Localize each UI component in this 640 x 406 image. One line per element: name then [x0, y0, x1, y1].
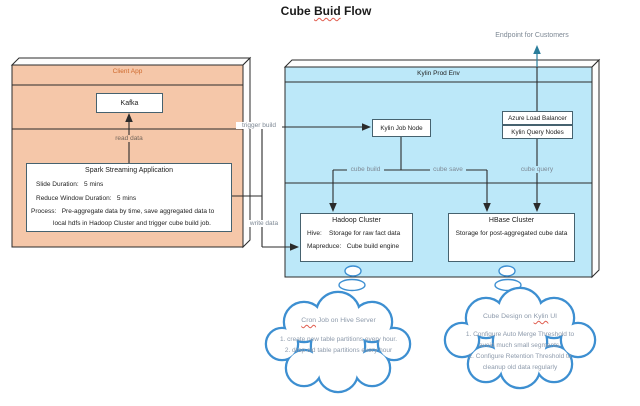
right-cloud-line-1: 1. Configure Auto Merge Threshold to: [465, 331, 575, 338]
right-cloud-line-4: cleanup old data regularly: [482, 364, 558, 371]
right-cloud-heading-mark: Kylin: [533, 313, 549, 320]
client-app-right-bevel: [242, 56, 251, 249]
kylin-query-nodes-node: Kylin Query Nodes: [502, 125, 573, 139]
kafka-label: Kafka: [120, 99, 139, 107]
hadoop-mapreduce-line: Mapreduce: Cube build engine: [307, 243, 400, 250]
left-bubble-large: [338, 278, 366, 292]
cube-save-arrowhead: [483, 203, 491, 212]
page-title: Cube Buid Flow: [226, 4, 426, 18]
trigger-build-arrowhead: [362, 123, 371, 131]
title-post: Flow: [340, 4, 372, 18]
spark-process-line2: local hdfs in Hadoop Cluster and trigger…: [53, 220, 211, 227]
left-cloud-heading-rest: Job on Hive Server: [316, 317, 376, 324]
right-cloud-line-3: 2. Configure Retention Threshold to: [468, 353, 572, 360]
spark-slide-duration: Slide Duration: 5 mins: [36, 181, 104, 188]
right-cloud-heading-post: UI: [548, 313, 558, 320]
kylin-env-right-bevel: [591, 58, 600, 279]
hadoop-hive-line: Hive: Storage for raw fact data: [307, 230, 401, 237]
hbase-cluster-title: HBase Cluster: [488, 217, 535, 224]
right-cloud-heading: Cube Design on Kylin UI: [444, 313, 596, 321]
read-data-label: read data: [108, 135, 150, 143]
right-cloud-shape: [443, 286, 597, 390]
write-data-arrowhead: [290, 243, 299, 251]
right-cloud-heading-pre: Cube Design on: [482, 313, 534, 320]
right-bubble-small: [498, 265, 516, 277]
kylin-job-node-label: Kylin Job Node: [380, 124, 423, 132]
azure-load-balancer-node: Azure Load Balancer: [502, 111, 573, 125]
write-data-label: write data: [245, 220, 283, 228]
title-typo: Buid: [314, 4, 341, 18]
spark-reduce-window: Reduce Window Duration: 5 mins: [36, 195, 137, 202]
client-app-header-label: Client App: [112, 68, 143, 75]
cube-query-arrowhead: [533, 203, 541, 212]
hadoop-cluster-title: Hadoop Cluster: [332, 217, 381, 224]
title-pre: Cube: [280, 4, 314, 18]
left-bubble-small: [344, 265, 362, 277]
left-cloud-heading-mark: Cron: [301, 317, 317, 324]
endpoint-arrowhead: [533, 45, 541, 54]
cube-build-label: cube build: [347, 166, 384, 174]
hbase-storage-line: Storage for post-aggregated cube data: [455, 230, 568, 237]
left-cloud-line-2: 2. drop old table partitions every hour: [284, 347, 393, 354]
left-cloud-line-1: 1. create new table partitions every hou…: [279, 336, 398, 343]
read-data-arrowhead: [125, 113, 133, 122]
spark-process-line1: Process: Pre-aggregate data by time, sav…: [31, 208, 215, 215]
cube-query-label: cube query: [518, 166, 556, 174]
azure-load-balancer-label: Azure Load Balancer: [508, 114, 567, 122]
hadoop-cluster-node: [300, 213, 413, 262]
client-app-top-bevel: [10, 57, 252, 66]
hbase-cluster-node: [448, 213, 575, 262]
left-cloud-shape: [264, 290, 412, 394]
kylin-query-nodes-label: Kylin Query Nodes: [511, 128, 564, 136]
spark-title: Spark Streaming Application: [85, 167, 173, 174]
left-cloud-heading: Cron Job on Hive Server: [265, 317, 412, 325]
spark-streaming-node: [26, 163, 232, 232]
thought-bubbles: [338, 265, 522, 292]
kylin-job-node: Kylin Job Node: [372, 119, 431, 137]
kafka-node: Kafka: [96, 93, 163, 113]
cube-build-arrowhead: [329, 203, 337, 212]
kylin-env-header-label: Kylin Prod Env: [417, 70, 460, 77]
endpoint-for-customers-label: Endpoint for Customers: [495, 32, 569, 39]
kylin-env-top-bevel: [283, 59, 601, 68]
right-cloud-line-2: avoid much small segments.: [478, 342, 561, 349]
trigger-build-label: trigger build: [236, 122, 282, 130]
cube-save-label: cube save: [430, 166, 466, 174]
